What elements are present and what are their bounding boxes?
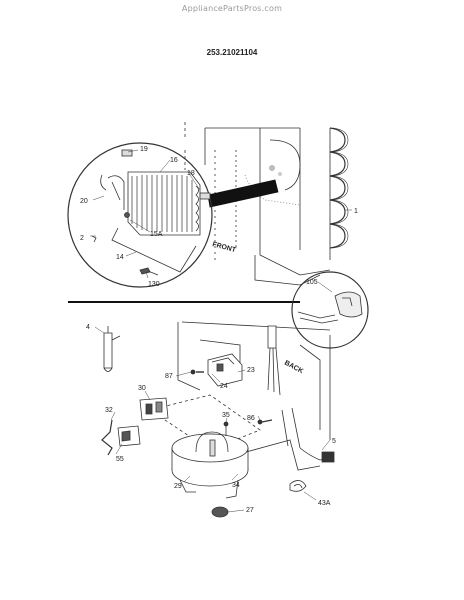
part-label-20[interactable]: 20 <box>80 198 88 205</box>
part-label-30[interactable]: 30 <box>138 385 146 392</box>
part-label-29[interactable]: 29 <box>174 483 182 490</box>
model-number: 253.21021104 <box>206 48 258 57</box>
part-label-5[interactable]: 5 <box>332 438 336 445</box>
part-label-18[interactable]: 18 <box>187 170 195 177</box>
part-label-86[interactable]: 86 <box>247 415 255 422</box>
part-label-55[interactable]: 55 <box>116 456 124 463</box>
part-label-19[interactable]: 19 <box>140 146 148 153</box>
part-label-1[interactable]: 1 <box>354 208 358 215</box>
part-label-2[interactable]: 2 <box>80 235 84 242</box>
part-number-labels: 19 16 18 20 2 15A 14 130 1 105 4 23 24 8… <box>80 146 358 514</box>
back-label: BACK <box>283 360 304 376</box>
part-label-4[interactable]: 4 <box>86 324 90 331</box>
part-label-105[interactable]: 105 <box>306 279 318 286</box>
part-label-23[interactable]: 23 <box>247 367 255 374</box>
part-label-130[interactable]: 130 <box>148 281 160 288</box>
cabinet-back-drawing <box>184 122 349 286</box>
condenser-detail-circle: FRONT <box>67 142 237 288</box>
part-label-32[interactable]: 32 <box>105 407 113 414</box>
leader-lines <box>90 149 352 513</box>
part-label-34[interactable]: 34 <box>232 482 240 489</box>
part-label-35[interactable]: 35 <box>222 412 230 419</box>
part-label-15a[interactable]: 15A <box>150 231 163 238</box>
watermark-text: AppliancePartsPros.com <box>181 4 283 13</box>
part-label-16[interactable]: 16 <box>170 157 178 164</box>
part-label-43a[interactable]: 43A <box>318 500 331 507</box>
part-label-24[interactable]: 24 <box>220 383 228 390</box>
part-label-27[interactable]: 27 <box>246 507 254 514</box>
part-label-87[interactable]: 87 <box>165 373 173 380</box>
part-label-14[interactable]: 14 <box>116 254 124 261</box>
compressor-area-drawing: BACK <box>101 321 335 518</box>
